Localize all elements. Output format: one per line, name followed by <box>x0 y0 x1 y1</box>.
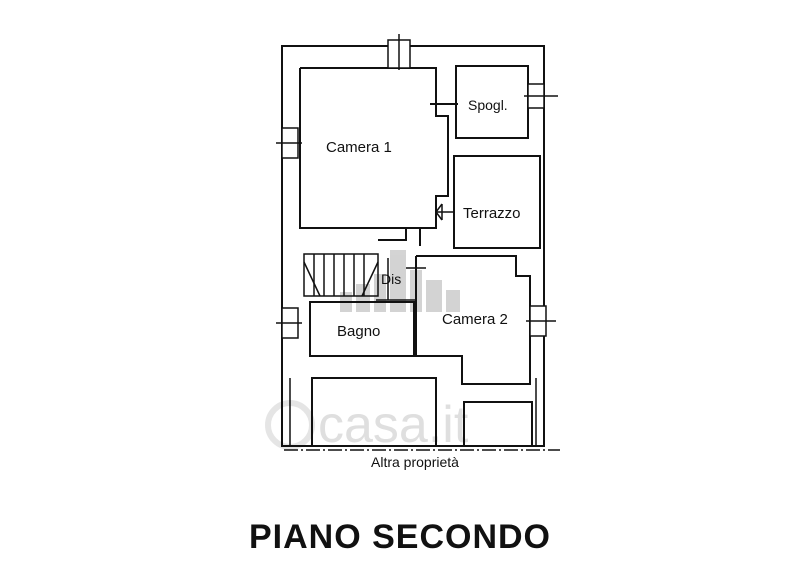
room-bagno <box>309 301 415 357</box>
window-camera2-right <box>526 305 556 337</box>
page-title: PIANO SECONDO <box>248 518 552 556</box>
floor-plan: casa.it <box>265 34 560 470</box>
window-spogl-right <box>524 83 558 109</box>
window-bagno-left <box>276 307 302 339</box>
watermark-text: casa.it <box>318 396 469 454</box>
lower-block-left <box>311 377 437 447</box>
window-camera1-left <box>276 127 302 159</box>
room-dis <box>378 227 421 246</box>
lower-block-right <box>463 401 533 447</box>
window-top <box>387 34 411 70</box>
room-label-spogl: Spogl. <box>468 97 508 113</box>
room-camera1 <box>299 67 449 229</box>
room-label-dis: Dis <box>381 271 401 287</box>
staircase <box>303 253 379 297</box>
room-terrazzo <box>453 155 541 249</box>
room-label-bagno: Bagno <box>337 323 380 340</box>
room-label-camera1: Camera 1 <box>326 139 392 156</box>
outside-label: Altra proprietà <box>371 454 459 470</box>
door-arrow-icon <box>435 203 454 221</box>
room-label-camera2: Camera 2 <box>442 311 508 328</box>
room-label-terrazzo: Terrazzo <box>463 205 521 222</box>
room-camera2 <box>415 255 531 385</box>
